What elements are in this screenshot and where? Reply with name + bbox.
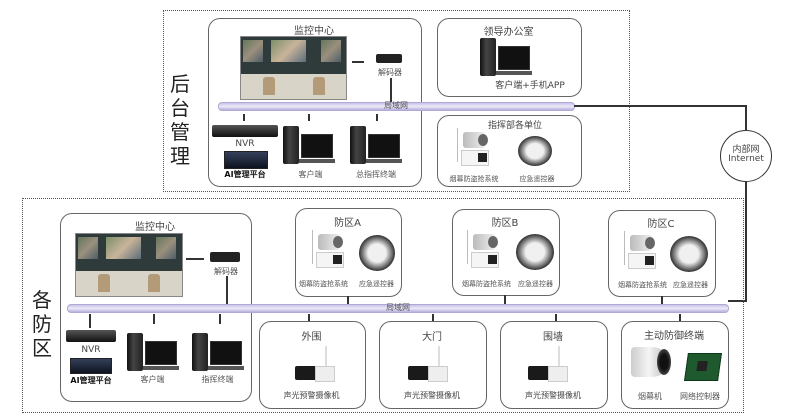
- zone-b-remote-label: 应急遥控器: [518, 280, 553, 288]
- zone-ai-platform-label: AI管理平台: [70, 376, 112, 385]
- zone-b-remote-icon: [516, 234, 554, 270]
- zone-c-title: 防区C: [647, 219, 675, 230]
- client-label: 客户端: [298, 170, 323, 179]
- zone-a-smoke-system-icon: [310, 230, 350, 270]
- zones-label: 各防区: [32, 288, 52, 360]
- internal-network-node: [720, 130, 772, 182]
- gate-title: 大门: [422, 332, 442, 343]
- gate-device-label: 声光预警摄像机: [404, 391, 460, 400]
- zone-nvr-label: NVR: [81, 345, 101, 355]
- active-defense-title: 主动防御终端: [644, 331, 704, 342]
- zone-a-smoke-label: 烟幕防盗抢系统: [299, 280, 348, 288]
- network-label-2: Internet: [728, 154, 764, 164]
- zone-c-smoke-label: 烟幕防盗抢系统: [618, 281, 667, 289]
- command-terminal-label: 总指挥终端: [356, 170, 396, 179]
- decoder-icon: [376, 54, 402, 63]
- wall-title: 围墙: [543, 332, 563, 343]
- nvr-label: NVR: [235, 139, 255, 149]
- backend-section: [163, 10, 630, 192]
- smoke-machine-icon: [631, 347, 671, 377]
- ai-platform-label: AI管理平台: [224, 170, 266, 179]
- gate-box: [379, 321, 487, 409]
- zone-command-terminal-label: 指挥终端: [201, 375, 234, 384]
- network-controller-label: 网络控制器: [680, 392, 720, 401]
- remote-label: 应急遥控器: [519, 175, 555, 183]
- zone-video-wall-image: [75, 233, 183, 297]
- wall-device-label: 声光预警摄像机: [525, 391, 581, 400]
- zone-c-remote-icon: [670, 236, 708, 272]
- zone-client-label: 客户端: [140, 375, 165, 384]
- wall-box: [500, 321, 608, 409]
- zone-decoder-label: 解码器: [214, 267, 238, 276]
- leader-client-label: 客户端+手机APP: [495, 81, 565, 91]
- zone-a-title: 防区A: [334, 218, 361, 229]
- zones-lan-bus: 局域网: [67, 303, 729, 313]
- perimeter-box: [259, 321, 366, 409]
- zones-section: [22, 198, 744, 413]
- zone-c-remote-label: 应急遥控器: [673, 281, 708, 289]
- lan-label: 局域网: [384, 101, 408, 110]
- remote-icon: [518, 136, 552, 166]
- zone-b-smoke-system-icon: [465, 230, 505, 270]
- ai-platform-icon: [224, 151, 268, 169]
- zones-lan-label: 局域网: [386, 303, 410, 312]
- network-label-1: 内部网: [732, 145, 760, 155]
- zone-monitor-title: 监控中心: [135, 222, 175, 233]
- leader-office-title: 领导办公室: [483, 27, 534, 38]
- backend-lan-bus: 局域网: [218, 101, 575, 111]
- nvr-icon: [212, 125, 278, 137]
- zone-b-smoke-label: 烟幕防盗抢系统: [462, 280, 511, 288]
- zone-a-remote-icon: [359, 235, 395, 271]
- video-wall-image: [240, 36, 347, 100]
- zone-nvr-icon: [66, 330, 116, 342]
- zone-c-smoke-system-icon: [622, 231, 662, 271]
- smoke-system-icon: [455, 128, 495, 168]
- zone-ai-platform-icon: [70, 358, 112, 374]
- perimeter-device-label: 声光预警摄像机: [283, 391, 340, 400]
- perimeter-title: 外围: [301, 332, 322, 343]
- network-controller-icon: [684, 353, 722, 381]
- command-units-title: 指挥部各单位: [487, 121, 542, 131]
- zone-a-remote-label: 应急遥控器: [359, 280, 394, 288]
- smoke-machine-label: 烟幕机: [638, 392, 662, 401]
- backend-label: 后台管理: [170, 72, 190, 168]
- zone-b-title: 防区B: [491, 218, 519, 229]
- smoke-system-label: 烟幕防盗抢系统: [449, 175, 499, 183]
- zone-decoder-icon: [210, 252, 240, 262]
- decoder-label: 解码器: [378, 68, 402, 77]
- backend-monitor-title: 监控中心: [294, 26, 334, 37]
